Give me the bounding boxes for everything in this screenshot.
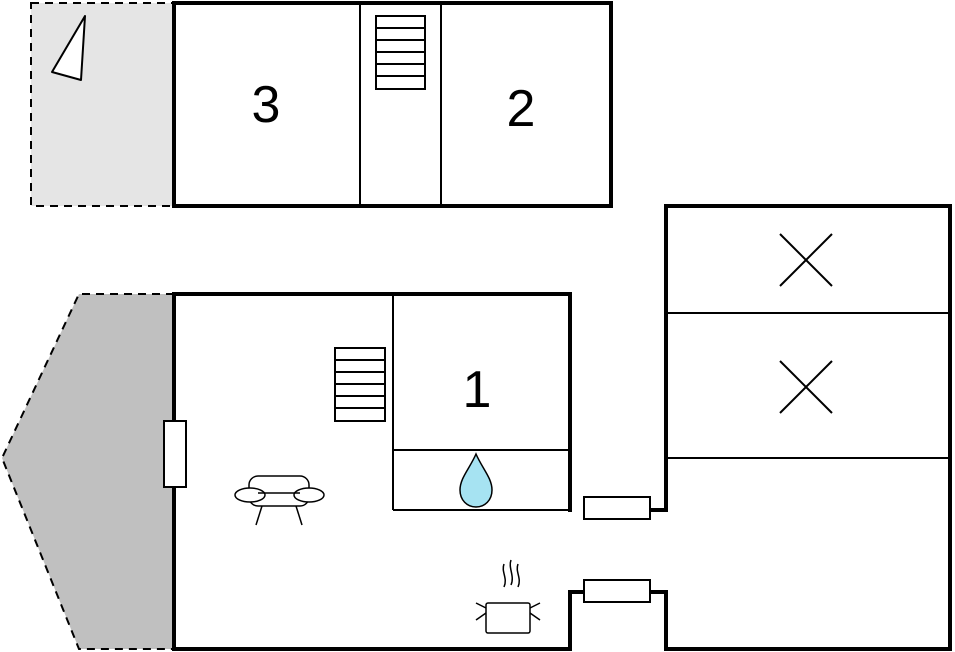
room-label-1: 1 (463, 361, 492, 419)
annex-outline (650, 204, 952, 651)
sofa-icon (234, 475, 325, 526)
ground-floor: 1 (0, 204, 952, 651)
door-icon (583, 496, 651, 520)
cross-mark-icon (779, 233, 833, 287)
stair-icon (375, 15, 426, 90)
terrace-area (0, 293, 175, 650)
water-drop-icon (459, 452, 493, 508)
window-icon (163, 420, 187, 488)
upper-floor: 3 2 (30, 1, 613, 208)
door-icon (583, 579, 651, 603)
balcony-area (30, 2, 175, 207)
cross-mark-icon (779, 360, 833, 414)
roof-window-icon (51, 15, 86, 81)
cooking-pot-icon (475, 559, 541, 634)
room-label-3: 3 (252, 76, 281, 134)
room-label-2: 2 (507, 80, 536, 138)
stair-icon (334, 347, 386, 422)
